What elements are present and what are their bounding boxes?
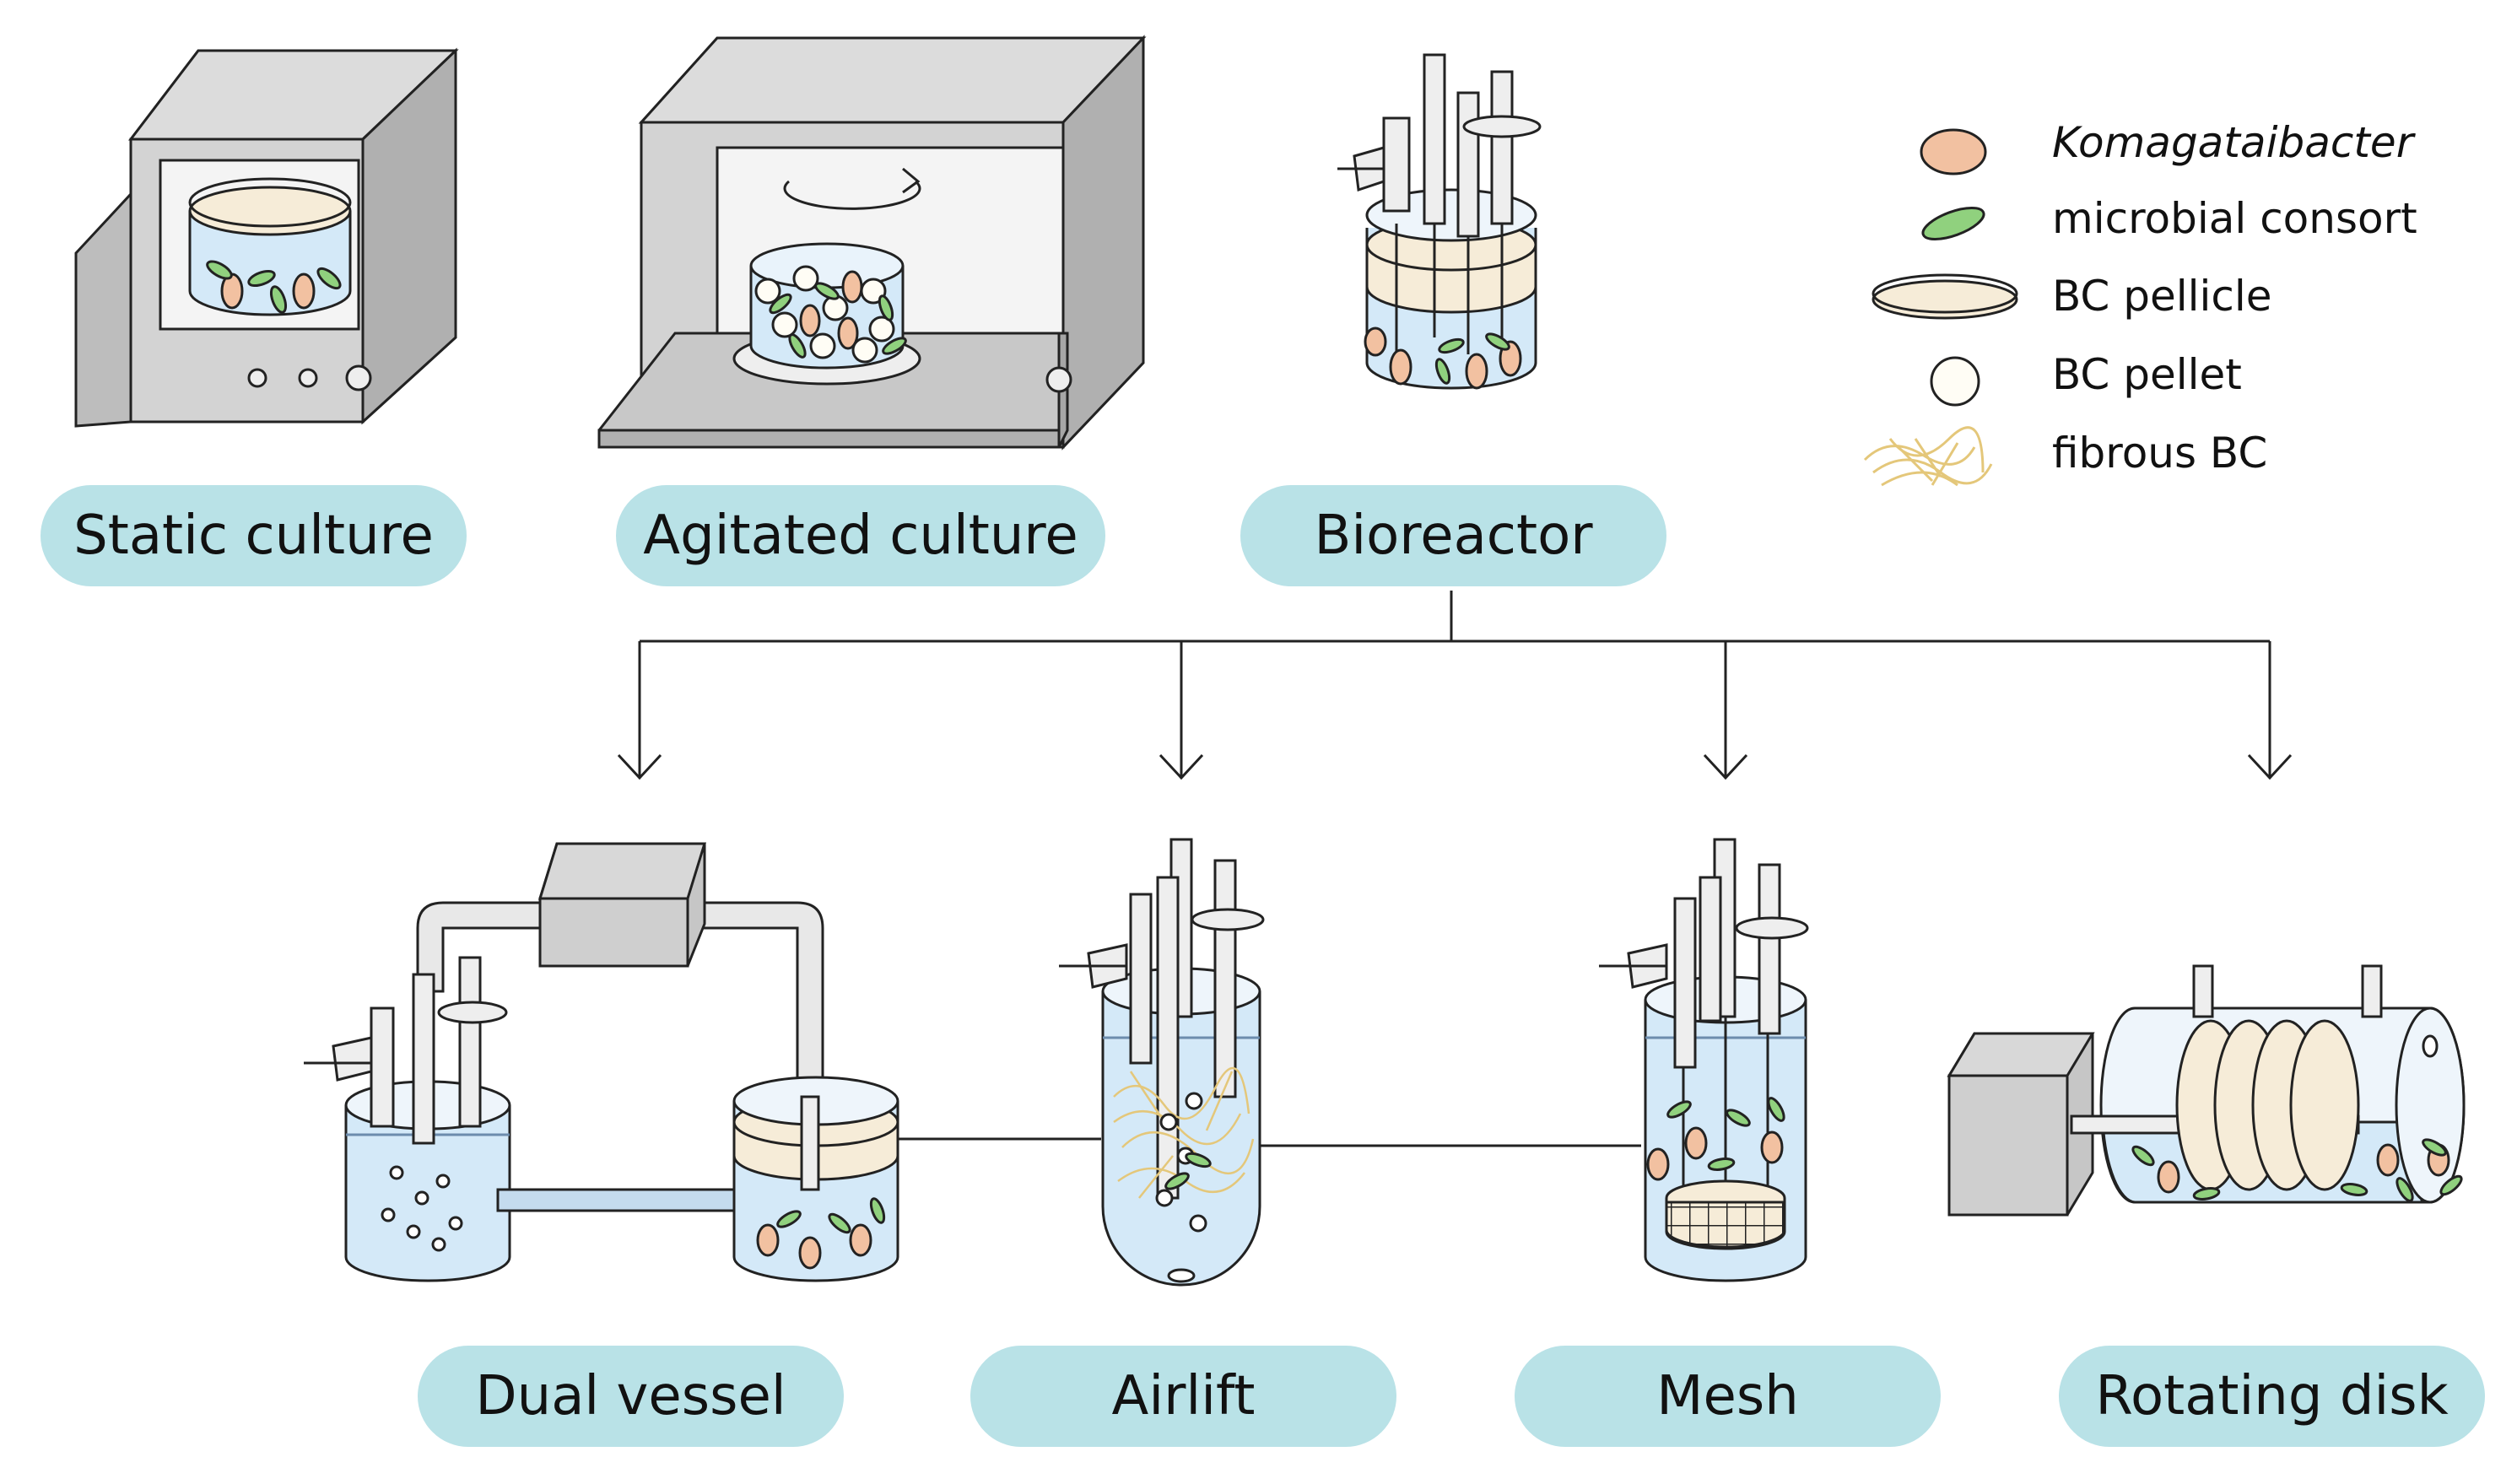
consort-icon (1921, 207, 1985, 240)
dual-vessel (304, 842, 899, 1282)
legend-pellet: BC pellet (2052, 350, 2242, 399)
fibrous-icon (1863, 426, 1993, 487)
label-agitated-culture-text: Agitated culture (643, 505, 1078, 567)
rotation-arrow (783, 167, 921, 210)
label-static-culture: Static culture (41, 485, 467, 586)
connector-tree (617, 591, 2293, 1147)
label-dual-vessel: Dual vessel (418, 1346, 844, 1447)
label-airlift-text: Airlift (1111, 1365, 1256, 1427)
label-rotating-disk-text: Rotating disk (2095, 1365, 2449, 1427)
legend-fibrous: fibrous BC (2052, 429, 2268, 478)
komagataibacter-icon (1920, 128, 1987, 175)
legend-consort: microbial consort (2052, 194, 2417, 243)
rotating-disk-reactor (1947, 964, 2466, 1217)
pellet-icon (1930, 356, 1980, 407)
legend-komagataibacter: Komagataibacter (2052, 118, 2414, 167)
legend-pellicle: BC pellicle (2052, 272, 2272, 321)
agitated-flask (732, 242, 921, 386)
agitated-incubator (597, 35, 1147, 451)
bioreactor-probes (1337, 53, 1542, 238)
legend-icons (1872, 128, 2018, 407)
label-agitated-culture: Agitated culture (616, 485, 1105, 586)
label-dual-vessel-text: Dual vessel (475, 1365, 786, 1427)
label-bioreactor-text: Bioreactor (1314, 505, 1593, 567)
label-rotating-disk: Rotating disk (2059, 1346, 2485, 1447)
label-airlift: Airlift (970, 1346, 1396, 1447)
static-petri-dish (188, 177, 352, 316)
airlift-reactor (1059, 838, 1265, 1287)
label-mesh-text: Mesh (1656, 1365, 1799, 1427)
label-mesh: Mesh (1515, 1346, 1941, 1447)
label-bioreactor: Bioreactor (1240, 485, 1666, 586)
label-static-culture-text: Static culture (73, 505, 434, 567)
mesh-reactor (1599, 838, 1809, 1282)
